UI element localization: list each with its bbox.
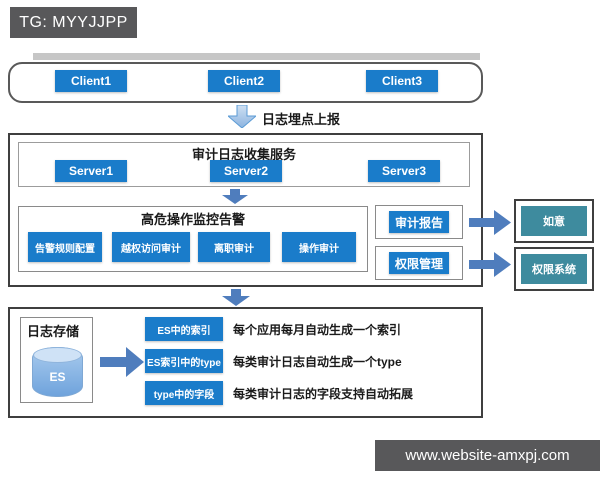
es-type-desc: 每类审计日志自动生成一个type (233, 354, 402, 369)
server2-box: Server2 (210, 160, 282, 182)
bottom-watermark-banner: www.website-amxpj.com (375, 440, 600, 471)
es-index-box: ES中的索引 (145, 317, 223, 341)
server3-label: Server3 (381, 164, 427, 178)
type-field-label: type中的字段 (153, 389, 215, 401)
client2-box: Client2 (208, 70, 280, 92)
bottom-watermark-text: www.website-amxpj.com (405, 447, 570, 464)
audit-report-label: 审计报告 (394, 215, 443, 230)
report-flow-label: 日志埋点上报 (262, 112, 341, 127)
server3-box: Server3 (368, 160, 440, 182)
right-arrow-es-icon (100, 347, 144, 377)
permission-mgmt-box: 权限管理 (389, 252, 449, 274)
es-index-desc: 每个应用每月自动生成一个索引 (233, 322, 402, 337)
down-arrow-storage-icon (222, 289, 250, 306)
server2-label: Server2 (223, 164, 269, 178)
top-watermark-banner: TG: MYYJJPP (10, 7, 137, 38)
right-arrow-report-icon (469, 210, 511, 235)
down-arrow-alert-icon (222, 189, 248, 204)
client3-box: Client3 (366, 70, 438, 92)
operation-audit-label: 操作审计 (299, 243, 339, 255)
permission-system-label: 权限系统 (532, 264, 576, 276)
es-type-box: ES索引中的type (145, 349, 223, 373)
type-field-desc: 每类审计日志的字段支持自动拓展 (233, 386, 414, 401)
log-storage-title: 日志存储 (27, 324, 80, 339)
unauthorized-access-audit-label: 越权访问审计 (121, 243, 181, 255)
client1-box: Client1 (55, 70, 127, 92)
operation-audit-box: 操作审计 (282, 232, 356, 262)
es-index-label: ES中的索引 (157, 325, 211, 337)
server1-label: Server1 (68, 164, 114, 178)
unauthorized-access-audit-box: 越权访问审计 (112, 232, 190, 262)
client1-label: Client1 (70, 74, 111, 88)
resignation-audit-label: 离职审计 (214, 243, 254, 255)
top-watermark-text: TG: MYYJJPP (19, 13, 128, 31)
es-database-label: ES (49, 370, 66, 384)
alert-rule-config-label: 告警规则配置 (35, 243, 95, 255)
es-database-icon: ES (32, 347, 83, 397)
resignation-audit-box: 离职审计 (198, 232, 270, 262)
permission-mgmt-label: 权限管理 (394, 256, 443, 271)
client3-label: Client3 (381, 74, 422, 88)
permission-system-box: 权限系统 (521, 254, 587, 284)
server1-box: Server1 (55, 160, 127, 182)
ruyi-label: 如意 (543, 216, 565, 228)
alerting-title: 高危操作监控告警 (140, 212, 245, 227)
down-arrow-report-icon (228, 105, 256, 128)
client2-label: Client2 (223, 74, 264, 88)
ruyi-box: 如意 (521, 206, 587, 236)
collection-service-title: 审计日志收集服务 (191, 147, 296, 162)
alert-rule-config-box: 告警规则配置 (28, 232, 102, 262)
type-field-box: type中的字段 (145, 381, 223, 405)
es-type-label: ES索引中的type (147, 357, 221, 369)
right-arrow-permission-icon (469, 252, 511, 277)
gray-divider-strip (33, 53, 480, 60)
audit-report-box: 审计报告 (389, 211, 449, 233)
